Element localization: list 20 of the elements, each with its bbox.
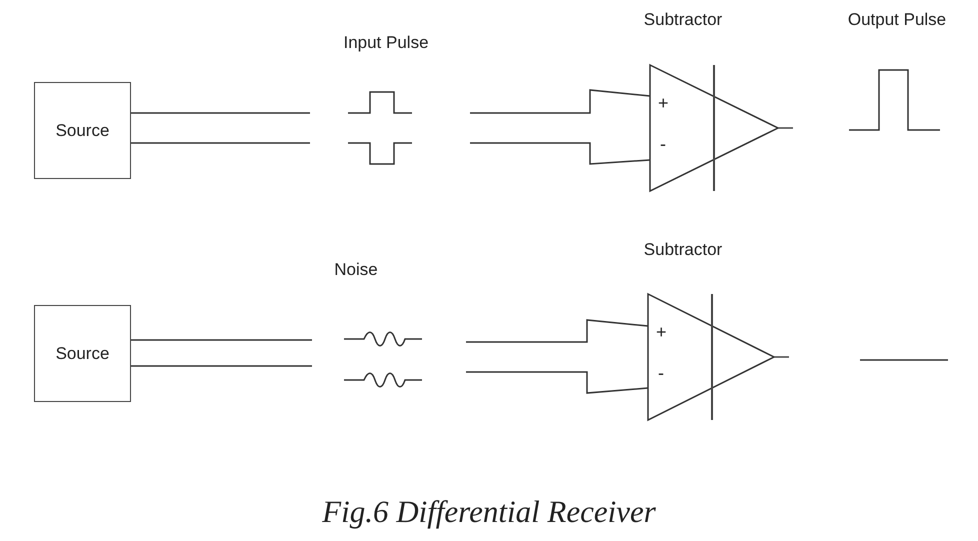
signal-label: Noise <box>334 260 378 280</box>
component-label: Subtractor <box>644 10 722 30</box>
signal-line <box>470 142 650 165</box>
figure-caption: Fig.6 Differential Receiver <box>321 494 657 530</box>
plus-sign: + <box>658 94 669 112</box>
minus-sign: - <box>660 135 666 153</box>
signal-label: Output Pulse <box>848 10 946 30</box>
signal-line <box>466 371 648 394</box>
signal-line <box>470 89 650 114</box>
signal-line <box>466 319 648 343</box>
minus-sign: - <box>658 364 664 382</box>
plus-sign: + <box>656 323 667 341</box>
source-box: Source <box>34 82 131 179</box>
signal-label: Input Pulse <box>343 33 429 53</box>
signal-line <box>131 339 312 341</box>
source-box: Source <box>34 305 131 402</box>
signal-line <box>131 365 312 367</box>
signal-line <box>131 112 310 114</box>
component-label: Subtractor <box>644 240 722 260</box>
signal-line <box>131 142 310 144</box>
